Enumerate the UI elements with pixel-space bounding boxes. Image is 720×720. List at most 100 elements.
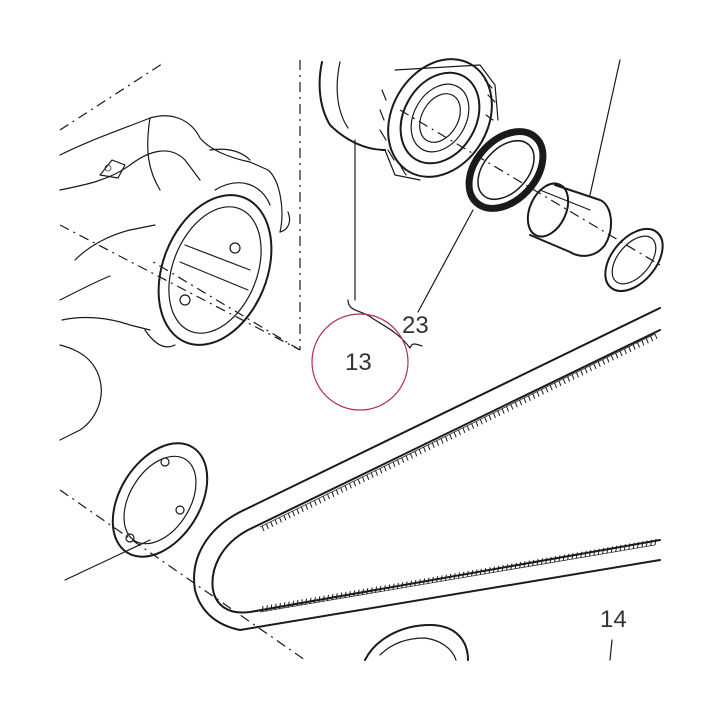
belt-tooth [549,556,552,563]
spacer-sleeve [526,182,612,257]
belt-tooth [344,591,347,598]
belt-tooth [492,412,496,419]
belt-tooth [545,387,549,393]
belt-tooth [593,549,596,556]
belt-tooth [366,588,369,595]
belt-tooth [418,449,422,455]
belt-tooth [645,540,648,547]
belt-tooth [562,378,566,384]
belt-tooth [484,567,487,575]
belt-tooth [558,555,561,562]
belt-tooth [313,596,316,604]
belt-tooth [558,380,562,387]
belt-teeth [261,333,658,613]
belt-tooth [396,582,399,590]
belt-tooth [361,588,364,595]
belt-tooth [475,421,479,427]
belt-tooth [471,570,474,577]
belt-tooth [610,355,614,361]
belt-tooth [571,374,575,380]
belt-tooth [296,508,300,515]
belt-tooth [410,453,413,459]
belt-tooth [322,595,325,602]
group-brace [347,299,423,349]
belt-tooth [654,333,658,340]
belt-tooth [318,596,321,603]
belt-tooth [444,436,448,442]
belt-tooth [440,438,444,444]
belt-tooth [514,402,518,408]
belt-tooth [405,455,409,461]
belt-tooth [305,598,308,605]
belt-tooth [575,552,578,559]
belt-tooth [313,500,317,506]
belt-tooth [300,506,304,512]
belt-tooth [641,340,645,346]
belt-tooth [388,584,391,591]
belt-tooth [593,363,597,370]
belt-tooth [615,545,618,552]
snap-ring [604,228,664,292]
timing-belt [193,307,661,631]
belt-tooth [261,605,264,613]
belt-tooth [488,567,491,574]
belt-tooth [466,570,469,578]
belt-tooth [353,481,357,487]
belt-tooth [344,485,348,491]
belt-tooth [318,498,322,504]
belt-tooth [357,478,361,485]
belt-tooth [527,395,531,402]
belt-tooth [274,603,277,610]
belt-tooth [440,575,443,582]
belt-tooth [423,446,427,453]
belt-tooth [501,564,504,572]
belt-tooth [431,576,434,584]
belt-tooth [623,544,626,551]
belt-tooth [392,461,396,468]
leader-lines [64,59,621,661]
belt-tooth [571,553,574,560]
belt-tooth [497,410,501,416]
belt-tooth [309,502,313,508]
belt-tooth [274,519,278,525]
belt-tooth [536,559,539,566]
belt-tooth [506,564,509,571]
belt-tooth [305,504,309,510]
belt-tooth [335,489,339,495]
belt-tooth [348,591,351,598]
belt-tooth [650,539,653,546]
belt-tooth [628,346,632,352]
belt-tooth [458,429,461,436]
belt-tooth [575,372,579,378]
belt-tooth [580,551,583,558]
belt-tooth [619,350,623,357]
belt-tooth [458,572,460,579]
belt-tooth [641,541,644,548]
belt-tooth [292,600,295,607]
belt-tooth [462,427,466,434]
belt-tooth [401,457,405,463]
belt-tooth [296,599,299,607]
belt-tooth [327,594,329,601]
highlight-circle [311,313,409,411]
callout-23: 23 [402,312,429,339]
belt-tooth [449,434,453,440]
belt-tooth [375,470,378,476]
belt-tooth [414,579,417,587]
belt-tooth [554,556,557,563]
belt-tooth [554,382,558,389]
belt-tooth [606,357,610,363]
belt-tooth [475,569,478,576]
belt-tooth [388,463,392,470]
belt-tooth [488,414,492,421]
belt-tooth [278,602,281,610]
belt-tooth [436,576,439,583]
belt-tooth [536,391,540,397]
belt-tooth [436,440,440,446]
belt-tooth [484,417,488,423]
belt-tooth [532,559,535,566]
belt-tooth [396,459,400,466]
belt-tooth [453,573,456,580]
belt-tooth [287,513,291,519]
belt-tooth [567,376,571,382]
